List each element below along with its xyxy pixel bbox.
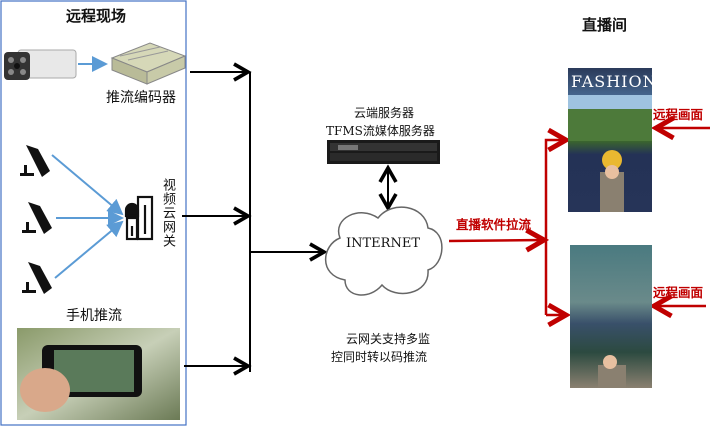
live-screen-1 <box>568 68 652 212</box>
black-connectors <box>182 62 398 376</box>
internet-cloud <box>325 206 443 296</box>
mobile-stream-label: 手机推流 <box>66 308 122 324</box>
fashion-header: FASHION <box>571 72 658 91</box>
live-room-title: 直播间 <box>582 16 628 34</box>
live-screen-2 <box>570 245 652 388</box>
remote-site-frame <box>0 0 187 426</box>
server-sublabel: TFMS流媒体服务器 <box>326 124 435 138</box>
surveillance-camera-icon <box>20 145 52 294</box>
internet-label: INTERNET <box>346 236 420 251</box>
encoder-icon <box>110 42 187 85</box>
video-gateway-icon <box>124 195 154 241</box>
mobile-streaming-photo <box>17 328 180 420</box>
caption-line-2: 控同时转以码推流 <box>331 350 428 364</box>
remote-view-label-1: 远程画面 <box>653 107 704 122</box>
bullet-camera-icon <box>4 49 77 80</box>
remote-view-label-2: 远程画面 <box>653 285 704 300</box>
gateway-label: 视频云网关 <box>160 178 175 248</box>
blue-arrows <box>51 154 124 279</box>
remote-site-title: 远程现场 <box>66 7 127 25</box>
red-connectors <box>448 128 710 315</box>
pull-stream-label: 直播软件拉流 <box>456 217 532 232</box>
encoder-label: 推流编码器 <box>106 90 176 106</box>
server-label: 云端服务器 <box>354 106 415 120</box>
caption-line-1: 云网关支持多监 <box>346 332 431 346</box>
rack-server-icon <box>327 140 440 164</box>
